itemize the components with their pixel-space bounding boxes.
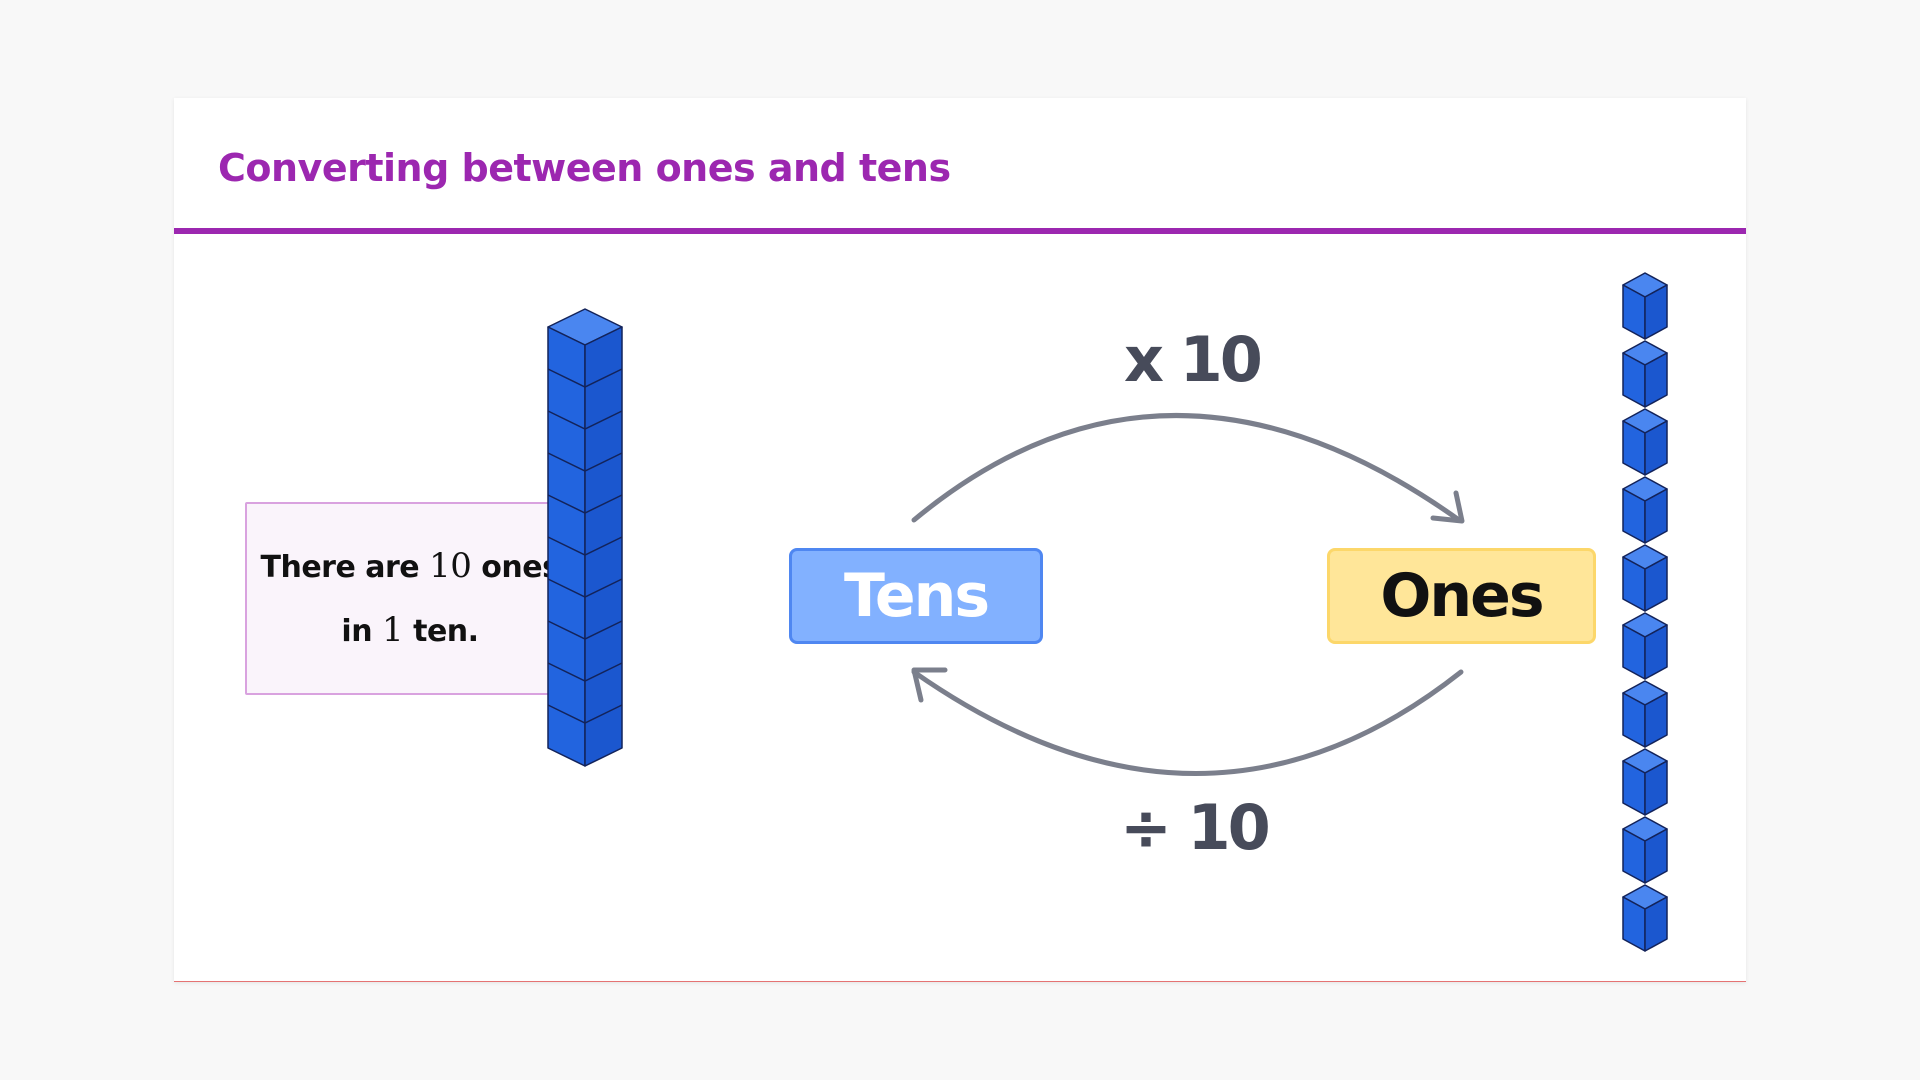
title-divider [174,228,1746,234]
unit-cube-icon [1622,884,1668,952]
info-text-part4: ten. [403,613,479,649]
slide-title: Converting between ones and tens [218,146,951,190]
unit-cube-icon [1622,272,1668,340]
ten-rod-icon [547,308,623,767]
info-box: There are 10 ones in 1 ten. [245,502,575,695]
conversion-diagram [547,272,1668,952]
unit-cube-icon [1622,816,1668,884]
unit-cube-icon [1622,544,1668,612]
divide-arrow [911,667,1464,776]
ones-box: Ones [1327,548,1596,644]
unit-cube-icon [1622,408,1668,476]
info-number-ten: 10 [429,545,472,586]
unit-cube-icon [1622,680,1668,748]
unit-cube-icon [1622,748,1668,816]
divide-label: ÷ 10 [1120,791,1271,864]
info-text-part1: There are [260,549,430,585]
info-number-one: 1 [382,609,404,650]
ones-cubes-column [1622,272,1668,952]
slide: Converting between ones and tens There a… [174,98,1746,982]
unit-cube-icon [1622,476,1668,544]
tens-box: Tens [789,548,1043,644]
multiply-arrow [911,413,1465,524]
unit-cube-icon [1622,612,1668,680]
info-text-part2: ones [471,549,560,585]
info-text-part3: in [341,613,383,649]
info-text: There are 10 ones in 1 ten. [261,535,560,663]
unit-cube-icon [1622,340,1668,408]
multiply-label: x 10 [1124,323,1263,396]
